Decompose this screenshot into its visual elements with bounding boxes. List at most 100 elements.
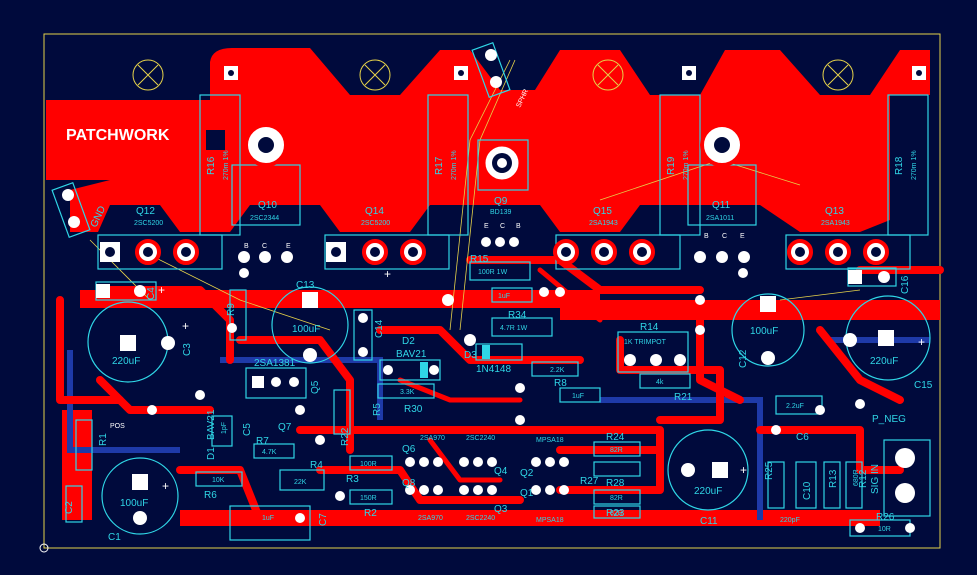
d3-outline: [475, 343, 523, 361]
capacitor-c15: [843, 295, 931, 381]
c16-pad-2: [878, 271, 890, 283]
r21-ref: R21: [674, 392, 693, 403]
q2-ref: Q2: [520, 468, 534, 479]
q15-part: 2SA1943: [589, 220, 618, 227]
polarity-plus-c11: +: [740, 463, 747, 477]
q5-pad-3: [289, 377, 299, 387]
c5-value: 1pF: [221, 422, 228, 434]
r21-outline: [639, 373, 691, 389]
c1-ref: C1: [108, 532, 121, 543]
r22-outline: [333, 389, 351, 435]
c7-ref: C7: [318, 513, 329, 526]
r27-ref: R27: [580, 476, 599, 487]
d2-pad-2: [429, 365, 439, 375]
q6-part: 2SA970: [420, 435, 445, 442]
r24-outline: [593, 441, 641, 457]
d3-part: 1N4148: [476, 364, 511, 375]
c2-outline: [65, 485, 83, 523]
sphr-connector: [471, 41, 511, 99]
c5-outline: [211, 415, 233, 447]
q10-ref: Q10: [258, 200, 277, 211]
c13-ref: C13: [296, 280, 315, 291]
r4-value: 22K: [294, 479, 307, 486]
r34-outline: [491, 317, 553, 337]
r18-ref: R18: [894, 156, 905, 175]
c2-ref: C2: [64, 501, 75, 514]
c16-ref: C16: [900, 275, 911, 294]
driver-transistor-q11: [687, 123, 757, 226]
polarity-plus-c15: +: [918, 335, 925, 349]
r24-ref: R24: [606, 432, 625, 443]
r24-value: 82R: [610, 447, 623, 454]
r1-outline: [75, 419, 93, 471]
d2-ref: D2: [402, 336, 415, 347]
c14-pad-2: [358, 347, 368, 357]
q2-part: MPSA18: [536, 437, 564, 444]
q13-part: 2SA1943: [821, 220, 850, 227]
r28-ref: R28: [606, 478, 625, 489]
output-transistor-pads: [100, 239, 889, 265]
c10-value: 220pF: [780, 517, 800, 524]
capacitor-c11: [667, 429, 749, 511]
d3-pad: [464, 334, 476, 346]
q15-ref: Q15: [593, 206, 612, 217]
r25-outline: [767, 461, 785, 509]
r9-outline: [229, 289, 247, 341]
r1-ref: R1: [98, 433, 109, 446]
r14-trimpot-outline: [617, 331, 689, 373]
q10-part: 2SC2344: [250, 215, 279, 222]
square-pads-top: [224, 66, 926, 80]
r13-outline: [823, 461, 841, 509]
d2-part: BAV21: [396, 349, 427, 360]
r19-value: 270m 1%: [683, 150, 690, 180]
r8-value: 2.2K: [550, 367, 565, 374]
q11-pin-c: C: [722, 233, 727, 240]
r26-pad-1: [855, 523, 865, 533]
q4-ref: Q4: [494, 466, 508, 477]
r27-outline: [593, 461, 641, 477]
q5-outline: [245, 367, 307, 399]
r7-ref: R7: [256, 436, 269, 447]
transistor-q9: [477, 139, 529, 191]
q11-ref: Q11: [712, 200, 731, 211]
c3-value: 220uF: [112, 356, 140, 367]
c9-outline: [491, 287, 533, 303]
q1-part: MPSA18: [536, 517, 564, 524]
r9-ref: R9: [226, 303, 237, 316]
r13-ref: R13: [828, 469, 839, 488]
q5-part: 2SA1381: [254, 358, 296, 369]
r34-value: 4.7R 1W: [500, 325, 528, 332]
q11-part: 2SA1011: [706, 215, 734, 222]
c10-outline: [795, 461, 817, 509]
c14-pad-1: [358, 313, 368, 323]
r6-outline: [195, 471, 243, 487]
r2-value: 150R: [360, 495, 377, 502]
c11-value: 220uF: [694, 486, 722, 497]
r15-outline: [469, 261, 531, 281]
r14-pad-2: [650, 354, 662, 366]
q12-ref: Q12: [136, 206, 155, 217]
r23-ref: R23: [606, 508, 625, 519]
c12-ref: C12: [738, 349, 749, 368]
r6-ref: R6: [204, 490, 217, 501]
d1-part: BAV21: [206, 409, 217, 440]
r25-ref: R25: [764, 461, 775, 480]
r18-value: 270m 1%: [911, 150, 918, 180]
r2-outline: [349, 489, 393, 505]
driver-pads: [238, 237, 750, 278]
d3-ref: D3: [464, 350, 477, 361]
d1-ref: D1: [206, 447, 217, 460]
sig-in-pad-2: [895, 483, 915, 503]
board-title: PATCHWORK: [66, 127, 170, 144]
q9-pin-e: E: [484, 223, 489, 230]
top-traces: [56, 256, 944, 524]
c5-ref: C5: [242, 423, 253, 436]
r4-ref: R4: [310, 460, 323, 471]
c11-ref: C11: [700, 516, 718, 527]
q4-part: 2SC2240: [466, 435, 495, 442]
q10-pin-e: E: [286, 243, 291, 250]
c15-value: 220uF: [870, 356, 898, 367]
r14-ref: R14: [640, 322, 659, 333]
c6-value: 2.2uF: [786, 403, 804, 410]
